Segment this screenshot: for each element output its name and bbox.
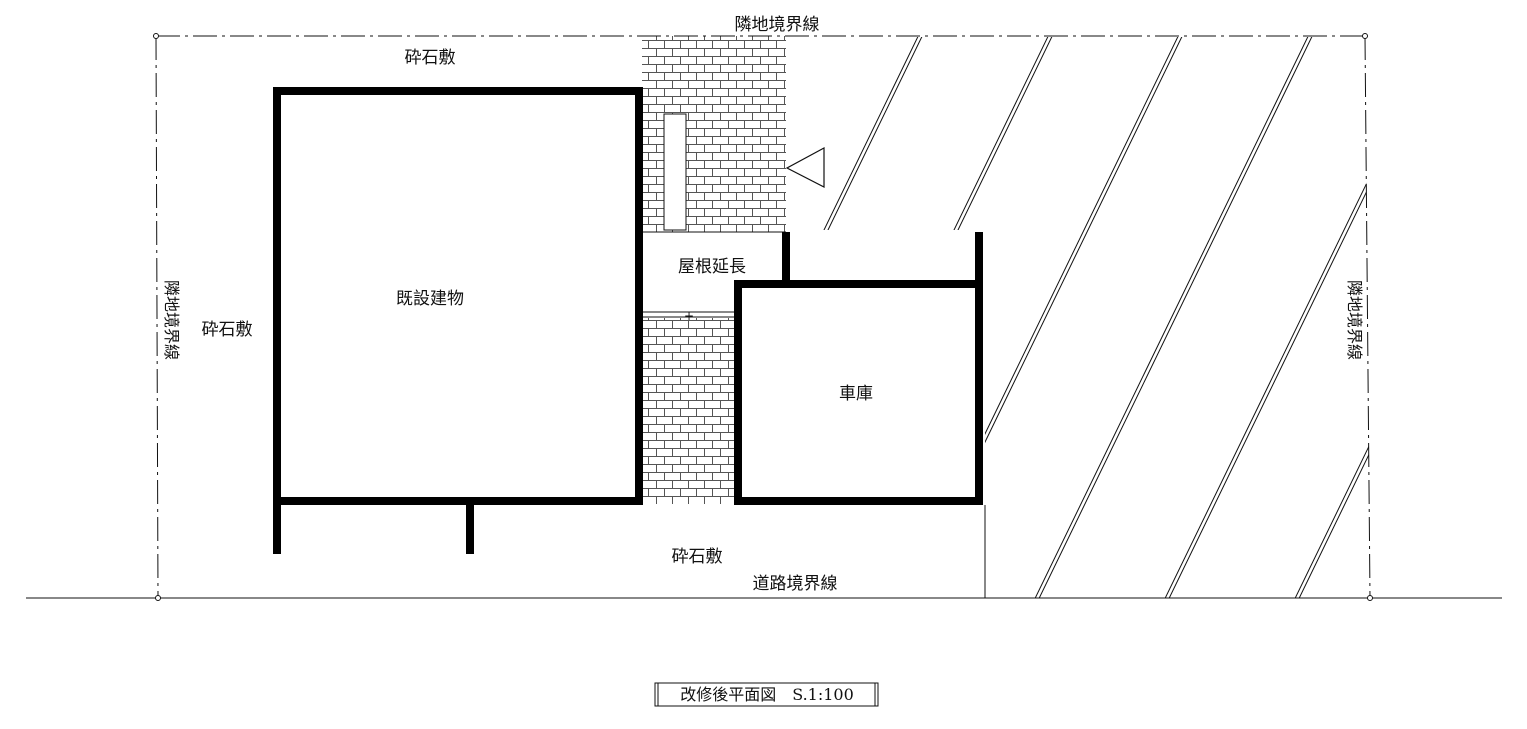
boundary-left-label: 隣地境界線 (162, 280, 181, 360)
road-boundary-label: 道路境界線 (753, 574, 838, 594)
boundary-lines (26, 33, 1502, 601)
boundary-corner-marker (153, 33, 159, 39)
garage-walls (734, 232, 983, 505)
triangle-entrance-icon (785, 146, 825, 188)
gravel-bottom-label: 砕石敷 (672, 547, 723, 567)
paved-path-lower (642, 318, 738, 504)
roof-extension-label: 屋根延長 (678, 257, 746, 277)
drawing-title-box: 改修後平面図 S.1:100 (654, 682, 879, 707)
existing-building-walls (273, 87, 643, 554)
boundary-corner-marker (1362, 33, 1368, 39)
boundary-corner-marker (1367, 595, 1373, 601)
garage-outline (734, 280, 983, 505)
boundary-corner-marker (155, 595, 161, 601)
existing-building-label: 既設建物 (396, 289, 464, 309)
roof-extension-area (642, 232, 786, 310)
boundary-right-label: 隣地境界線 (1345, 280, 1364, 360)
step-mark: + (684, 309, 694, 323)
boundary-top-label: 隣地境界線 (735, 15, 820, 35)
boundary-line-right (1364, 35, 1371, 599)
drawing-title: 改修後平面図 S.1:100 (680, 685, 854, 704)
garage-label: 車庫 (839, 384, 873, 404)
gravel-top-label: 砕石敷 (405, 48, 456, 68)
step-block (663, 113, 687, 231)
hatched-area (790, 37, 1370, 598)
gravel-left-label: 砕石敷 (202, 320, 253, 340)
boundary-line-left (155, 35, 159, 599)
existing-building-outline (273, 87, 643, 505)
